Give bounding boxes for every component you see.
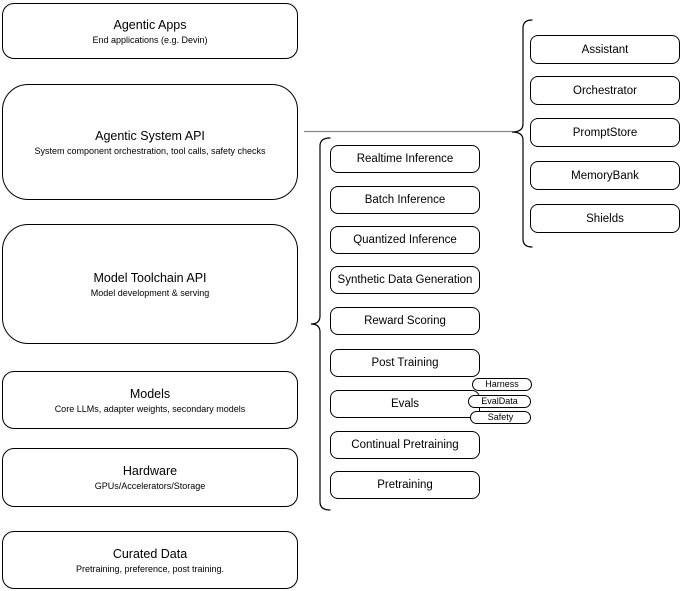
node-model-toolchain-api: Model Toolchain API Model development & …	[2, 224, 298, 344]
node-title: Agentic Apps	[113, 17, 187, 32]
node-title: Model Toolchain API	[93, 270, 207, 285]
node-reward-scoring: Reward Scoring	[330, 307, 480, 335]
node-models: Models Core LLMs, adapter weights, secon…	[2, 371, 298, 429]
node-memorybank: MemoryBank	[530, 161, 680, 190]
node-synthetic-data-generation: Synthetic Data Generation	[330, 266, 480, 294]
node-quantized-inference: Quantized Inference	[330, 226, 480, 254]
node-hardware: Hardware GPUs/Accelerators/Storage	[2, 448, 298, 507]
node-subtitle: GPUs/Accelerators/Storage	[94, 481, 206, 491]
node-batch-inference: Batch Inference	[330, 186, 480, 214]
node-evals-harness: Harness	[472, 378, 532, 391]
node-agentic-apps: Agentic Apps End applications (e.g. Devi…	[2, 3, 298, 59]
toolchain-services-brace	[310, 137, 331, 511]
node-subtitle: Core LLMs, adapter weights, secondary mo…	[54, 403, 246, 414]
node-evals: Evals	[330, 390, 480, 418]
node-title: Hardware	[122, 464, 178, 478]
node-realtime-inference: Realtime Inference	[330, 145, 480, 173]
node-title: Models	[129, 386, 171, 401]
node-evals-evaldata: EvalData	[468, 395, 531, 408]
node-title: Curated Data	[112, 546, 188, 561]
system-components-brace	[511, 19, 533, 248]
node-pretraining: Pretraining	[330, 471, 480, 499]
node-subtitle: Pretraining, preference, post training.	[75, 563, 225, 574]
node-curated-data: Curated Data Pretraining, preference, po…	[2, 531, 298, 589]
node-title: Agentic System API	[95, 128, 205, 143]
node-promptstore: PromptStore	[530, 118, 680, 147]
node-assistant: Assistant	[530, 35, 680, 64]
node-subtitle: Model development & serving	[90, 287, 210, 298]
node-evals-safety: Safety	[470, 411, 531, 424]
node-subtitle: End applications (e.g. Devin)	[92, 34, 208, 45]
node-post-training: Post Training	[330, 349, 480, 377]
node-agentic-system-api: Agentic System API System component orch…	[2, 84, 298, 200]
node-subtitle: System component orchestration, tool cal…	[34, 145, 266, 156]
node-shields: Shields	[530, 204, 680, 233]
node-continual-pretraining: Continual Pretraining	[330, 431, 480, 459]
node-orchestrator: Orchestrator	[530, 76, 680, 105]
